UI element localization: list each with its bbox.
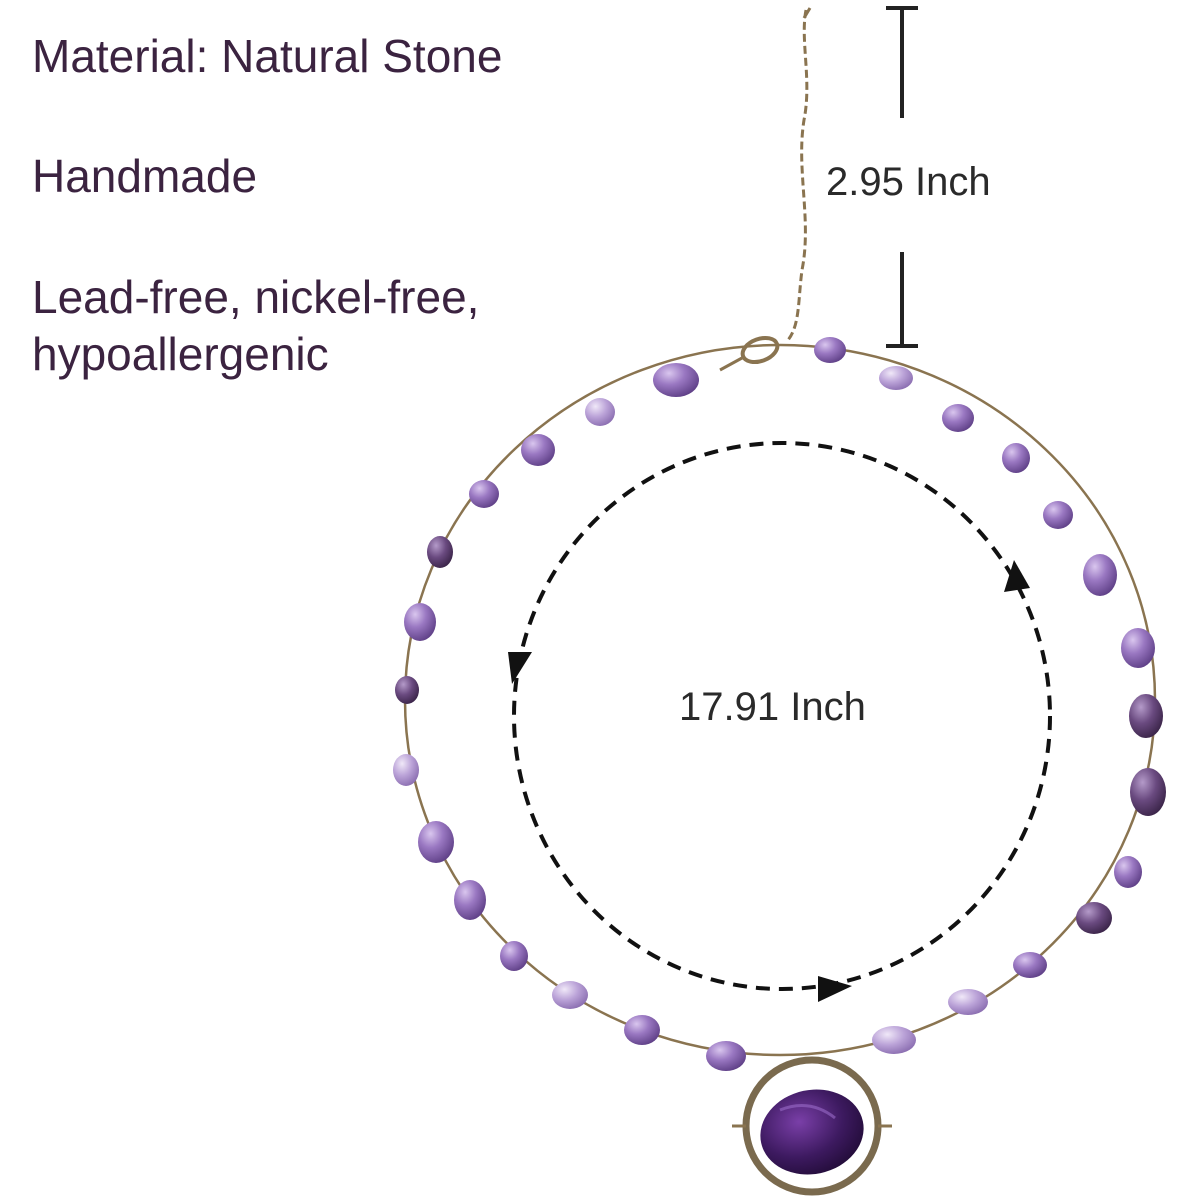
hypoallergenic-spec: Lead-free, nickel-free, hypoallergenic bbox=[32, 271, 480, 380]
lobster-clasp bbox=[719, 335, 780, 372]
arrow-icon bbox=[508, 652, 532, 684]
pendant bbox=[732, 1056, 892, 1196]
extension-chain bbox=[786, 7, 812, 341]
extension-measure-bar bbox=[886, 6, 918, 348]
necklace-length-label: 17.91 Inch bbox=[679, 685, 866, 729]
extension-length-label: 2.95 Inch bbox=[826, 160, 991, 204]
length-measure-arc bbox=[508, 441, 1052, 1002]
arrow-icon bbox=[1004, 560, 1030, 592]
arrow-icon bbox=[818, 976, 852, 1002]
material-spec: Material: Natural Stone bbox=[32, 30, 503, 82]
bead-strand bbox=[393, 337, 1166, 1071]
handmade-spec: Handmade bbox=[32, 150, 258, 202]
